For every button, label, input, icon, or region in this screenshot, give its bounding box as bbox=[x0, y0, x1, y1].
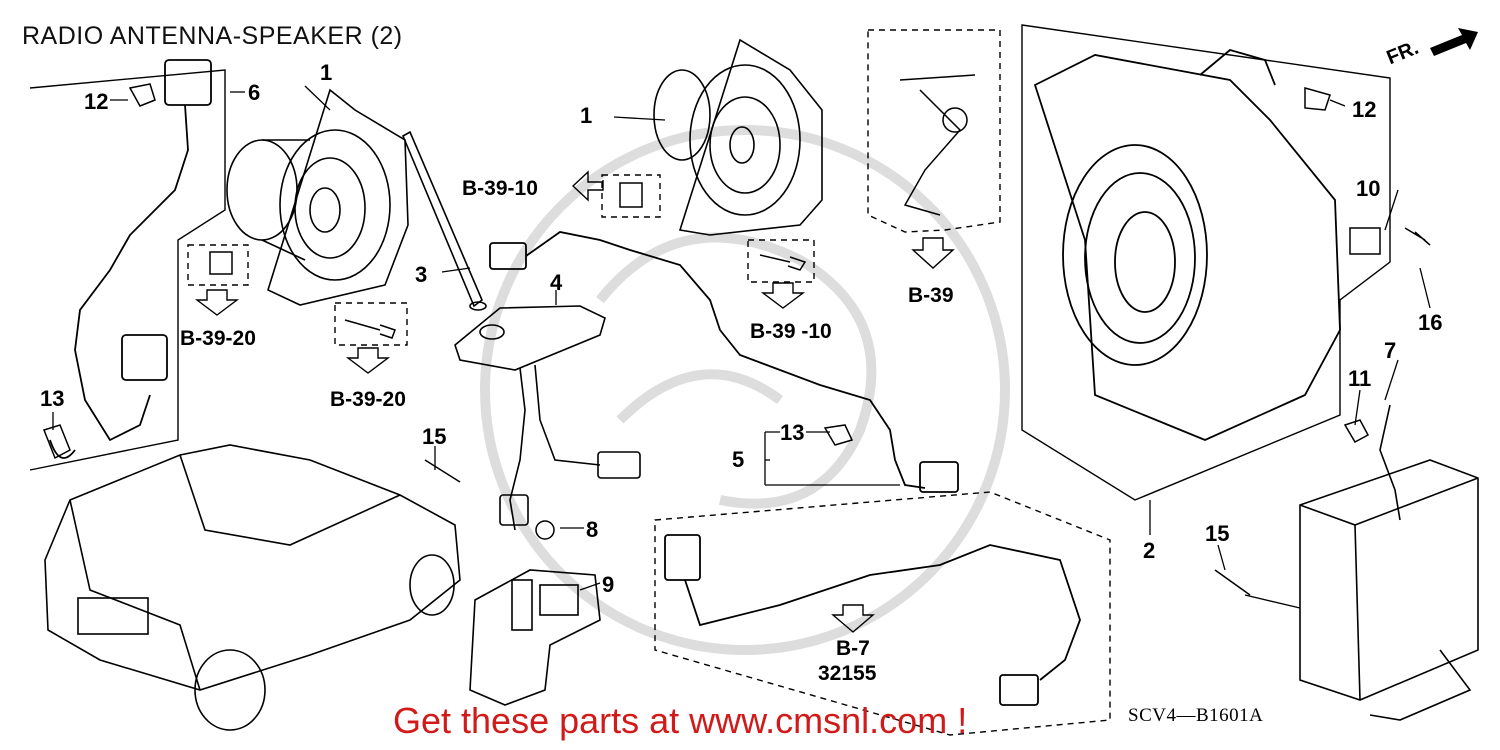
callout-1-left: 1 bbox=[320, 60, 333, 85]
extension-cable bbox=[664, 534, 1081, 706]
callout-7: 7 bbox=[1384, 338, 1397, 363]
callout-5: 5 bbox=[732, 447, 745, 472]
ref-b39-10-top: B-39-10 bbox=[462, 177, 538, 200]
unit-bracket bbox=[469, 569, 601, 706]
fasteners bbox=[43, 74, 1431, 596]
ref-b39-10-mid: B-39 -10 bbox=[750, 320, 832, 343]
callout-13-left: 13 bbox=[40, 386, 65, 411]
callout-15-right: 15 bbox=[1205, 521, 1230, 546]
promo-link-text[interactable]: Get these parts at www.cmsnl.com ! bbox=[393, 700, 968, 741]
watermark-logo bbox=[480, 125, 1010, 655]
callout-8: 8 bbox=[586, 517, 599, 542]
callout-1-right: 1 bbox=[580, 103, 593, 128]
callout-15-left: 15 bbox=[422, 424, 447, 449]
callout-6: 6 bbox=[248, 80, 261, 105]
callout-9: 9 bbox=[602, 572, 615, 597]
callout-13-right: 13 bbox=[780, 420, 805, 445]
dashed-boxes bbox=[187, 29, 1111, 736]
callout-16: 16 bbox=[1418, 310, 1443, 335]
vehicle-illustration bbox=[44, 444, 461, 731]
callout-2: 2 bbox=[1143, 538, 1156, 563]
callout-3: 3 bbox=[415, 262, 428, 287]
ref-32155: 32155 bbox=[818, 662, 877, 685]
speaker-harness bbox=[49, 59, 212, 459]
subwoofer-box bbox=[1033, 49, 1341, 441]
diagram-title: RADIO ANTENNA-SPEAKER (2) bbox=[22, 22, 403, 50]
callout-12-right: 12 bbox=[1352, 97, 1377, 122]
group-outlines bbox=[29, 24, 1391, 501]
ref-b39-20-mid: B-39-20 bbox=[330, 388, 406, 411]
diagram-code: SCV4—B1601A bbox=[1128, 705, 1264, 726]
ref-b7: B-7 bbox=[836, 637, 870, 660]
amplifier-unit bbox=[1299, 404, 1479, 721]
antenna-rod bbox=[401, 130, 487, 311]
callout-10: 10 bbox=[1356, 176, 1381, 201]
speaker-left bbox=[226, 88, 409, 306]
ref-b39: B-39 bbox=[908, 284, 954, 307]
reference-arrows bbox=[194, 170, 955, 633]
speaker-right bbox=[653, 38, 823, 236]
front-arrow-icon bbox=[1430, 28, 1478, 56]
callout-12-left: 12 bbox=[84, 89, 109, 114]
callout-11: 11 bbox=[1348, 366, 1372, 391]
antenna-cable bbox=[489, 231, 959, 493]
antenna-base bbox=[454, 305, 641, 531]
ref-b39-20-left: B-39-20 bbox=[180, 327, 256, 350]
callout-4: 4 bbox=[550, 270, 563, 295]
